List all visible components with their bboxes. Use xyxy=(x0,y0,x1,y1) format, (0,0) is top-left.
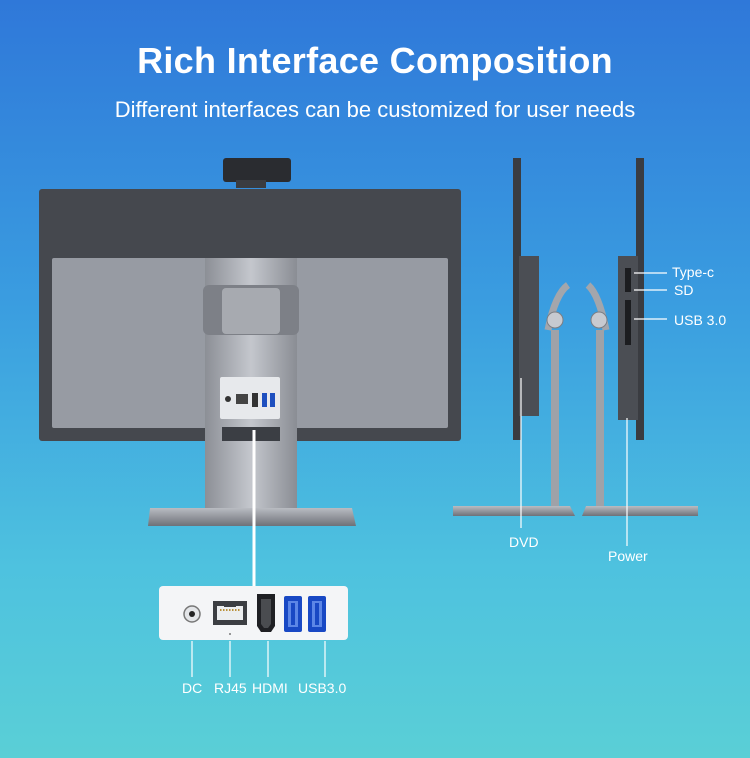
side-view-power xyxy=(582,158,698,546)
webcam-icon xyxy=(223,158,291,182)
rear-view-monitor xyxy=(39,158,461,526)
rj45-label: RJ45 xyxy=(214,680,247,696)
rear-port-panel xyxy=(159,586,348,677)
sd-label: SD xyxy=(674,282,694,298)
hdmi-label: HDMI xyxy=(252,680,288,696)
page-title: Rich Interface Composition xyxy=(137,40,613,81)
type-c-label: Type-c xyxy=(672,264,715,280)
page-subtitle: Different interfaces can be customized f… xyxy=(114,97,636,122)
dvd-label: DVD xyxy=(509,534,539,550)
rj45-port-icon xyxy=(213,601,247,635)
usb-port-1-icon xyxy=(284,596,302,632)
usb-port-2-icon xyxy=(308,596,326,632)
usb-rear-label: USB3.0 xyxy=(298,680,347,696)
dc-label: DC xyxy=(182,680,203,696)
power-label: Power xyxy=(608,548,648,564)
side-view-dvd xyxy=(453,158,575,528)
usb-side-label: USB 3.0 xyxy=(674,312,727,328)
hdmi-port-icon xyxy=(257,594,275,632)
